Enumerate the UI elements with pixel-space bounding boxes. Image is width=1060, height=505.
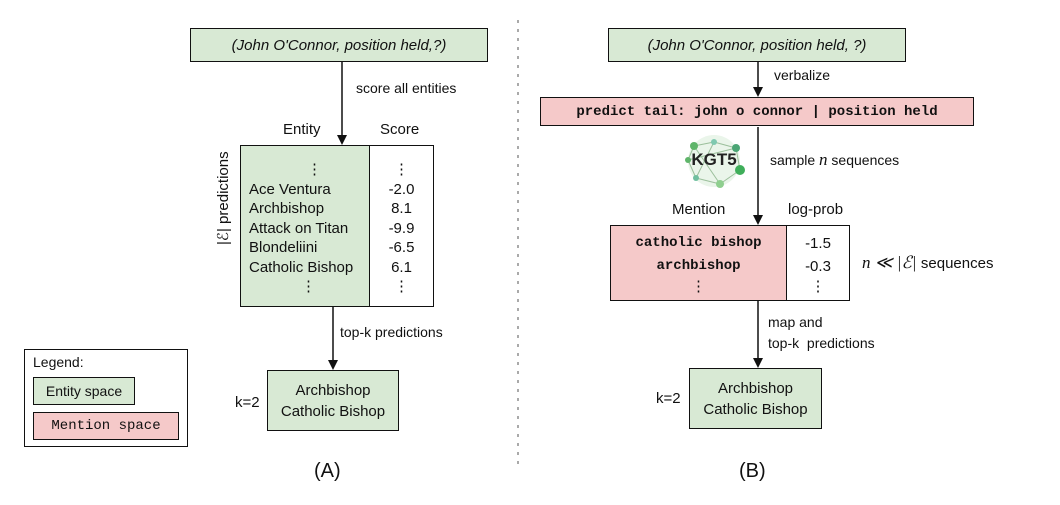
sample-label-var: n [819,150,828,169]
side-label-text: sequences [920,255,994,272]
logprob-cell: -1.5 [805,235,831,252]
left-entity-cell: ⋮ [307,161,322,178]
prompt-text: predict tail: john o connor | position h… [576,103,938,120]
legend-entity-space: Entity space [33,377,135,405]
left-query-box: (John O'Connor, position held,?) [190,28,488,62]
logprob-cell: ⋮ [810,278,826,295]
right-col-mention-header: Mention [672,201,726,218]
left-score-cell: 8.1 [391,200,412,217]
legend-mention-space: Mention space [33,412,179,440]
left-score-table: ⋮ -2.0 8.1 -9.9 -6.5 6.1 ⋮ [369,145,434,307]
kgt5-logo: KGT5 [680,132,748,190]
kgt5-logo-text: KGT5 [691,150,737,169]
side-label-math: n ≪ |ℰ| [862,253,917,272]
left-score-cell: ⋮ [394,278,409,295]
right-side-label: n ≪ |ℰ| sequences [862,253,993,273]
left-entity-cell: Catholic Bishop [249,258,354,276]
legend-title: Legend: [33,354,84,370]
left-k-label: k=2 [235,394,260,411]
left-caption: (A) [314,460,341,482]
left-col-score-header: Score [380,121,420,138]
left-query-text: (John O'Connor, position held,?) [231,36,447,54]
right-result-box: Archbishop Catholic Bishop [689,368,822,429]
left-entity-cell: Attack on Titan [249,219,349,237]
legend-box: Legend: Entity space Mention space [24,349,188,447]
right-caption: (B) [739,460,766,482]
step2-line2: top-k predictions [768,335,875,351]
left-entity-cell: ⋮ [301,278,316,295]
kgt5-graph-icon [685,135,745,188]
left-entity-cell: Ace Ventura [249,180,331,198]
mention-table: catholic bishop archbishop ⋮ [610,225,787,301]
legend-mention-label: Mention space [51,418,161,434]
left-score-cell: -9.9 [388,219,415,237]
left-result-item: Catholic Bishop [280,402,386,420]
left-entity-table: ⋮ Ace Ventura Archbishop Attack on Titan… [240,145,370,307]
right-k-label: k=2 [656,390,681,407]
right-query-text: (John O'Connor, position held, ?) [647,36,867,54]
logprob-cell: -0.3 [805,258,831,275]
step2-line1: map and [768,314,823,330]
right-result-item: Catholic Bishop [703,400,808,418]
prompt-box: predict tail: john o connor | position h… [540,97,974,126]
left-result-item: Archbishop [295,381,371,399]
logprob-table: -1.5 -0.3 ⋮ [786,225,850,301]
left-col-entity-header: Entity [283,121,321,138]
left-score-cell: ⋮ [394,161,409,178]
legend-entity-label: Entity space [45,383,123,399]
left-score-cell: -6.5 [388,239,415,256]
mention-cell: ⋮ [691,278,706,295]
right-step2-label: map and top-k predictions [768,312,875,354]
left-step1-label: score all entities [356,80,457,96]
left-score-cell: 6.1 [391,258,412,276]
mention-cell: archbishop [656,258,741,274]
right-col-logprob-header: log-prob [788,201,844,218]
left-score-cell: -2.0 [388,180,415,198]
sample-label-prefix: sample [770,152,816,168]
left-result-box: Archbishop Catholic Bishop [267,370,399,431]
left-side-label: |ℰ| predictions [215,151,232,245]
right-step1-label: verbalize [774,67,831,83]
right-sample-label: sample n sequences [770,150,899,170]
left-entity-cell: Archbishop [249,200,325,217]
left-step2-label: top-k predictions [340,324,443,340]
right-result-item: Archbishop [717,379,794,397]
mention-cell: catholic bishop [635,235,762,251]
left-entity-cell: Blondeliini [249,239,318,256]
sample-label-suffix: sequences [831,152,900,168]
right-query-box: (John O'Connor, position held, ?) [608,28,906,62]
